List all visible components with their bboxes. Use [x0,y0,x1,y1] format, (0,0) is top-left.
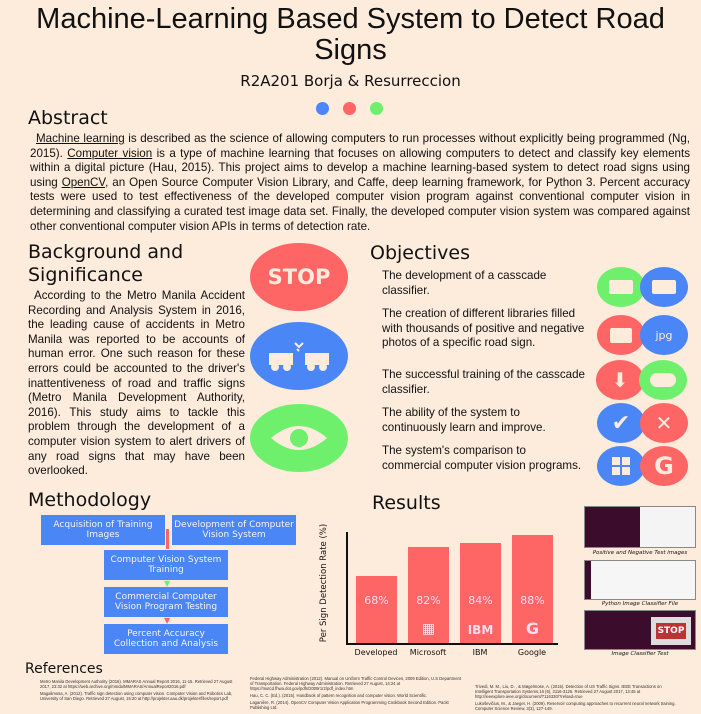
x-axis [346,643,558,645]
windows-logo-icon [597,446,645,486]
ibm-logo-icon: IBM [467,623,494,637]
eye-icon [250,404,348,472]
bar-microsoft: 82% ▦ [408,546,449,643]
reference-item: Hau, C. C. (Ed.). (2015). Handbook of pa… [250,693,428,698]
screenshot-positive-negative [584,506,696,548]
results-heading: Results [372,492,441,514]
caption: Python Image Classifier File [601,601,679,607]
car-crash-icon [250,322,348,390]
poster-title: Machine-Learning Based System to Detect … [36,3,665,66]
window-icon [640,267,688,307]
x-tick-label: Microsoft [409,648,447,657]
decor-dot-green [370,102,383,115]
abstract-text: Machine learning is described as the sci… [30,132,690,234]
x-tick-label: IBM [472,648,488,657]
objective-item: The successful training of the casscade … [382,368,585,396]
plot-area: 68% Developed 82% ▦ Microsoft 84% IBM IBM 88% G Go… [348,520,558,657]
arrow-down-icon: ▼ [164,616,171,625]
objective-item: The development of a casscade classifier… [382,269,547,297]
x-tick-label: Developed [354,648,398,657]
references-column: Metro Manila Development Authority (2016… [40,679,240,701]
arrow-down-icon: ▼ [164,579,171,588]
abstract-part: , an Open Source Computer Vision Library… [30,175,690,233]
y-axis-label: Per Sign Detection Rate (%) [319,523,330,643]
download-arrow-icon: ⬇ [596,360,644,400]
step-development: Development of Computer Vision System [172,515,296,545]
link-machine-learning[interactable]: Machine learning [36,132,125,145]
objective-item: The creation of different libraries fill… [382,307,585,350]
reference-item: Laganière, R. (2014). OpenCV Computer Vi… [250,700,449,710]
objectives-heading: Objectives [370,242,470,264]
y-axis-label-wrap: Per Sign Detection Rate (%) [318,524,330,642]
caption: Positive and Negative Test images [592,550,688,556]
objective-item: The system's comparison to commercial co… [382,444,582,472]
abstract-heading: Abstract [28,107,108,129]
objective-item: The ability of the system to continuousl… [382,406,546,434]
stop-label: STOP [267,265,331,289]
decor-dot-red [343,102,356,115]
window-icon [597,267,645,307]
bar-value-label: 82% [416,594,441,607]
stop-sign-icon: STOP [250,243,348,311]
authors: R2A201 Borja & Resurreccion [240,72,461,90]
screenshot-classifier-test: STOP [584,610,696,650]
screenshot-python-file [584,560,696,600]
bar-value-label: 68% [364,594,389,607]
stop-sign-photo: STOP [655,623,687,639]
checkmark-icon: ✔ [597,403,645,443]
step-testing: Commercial Computer Vision Program Testi… [104,587,228,617]
windows-logo-icon: ▦ [421,621,436,637]
step-analysis: Percent Accuracy Collection and Analysis [104,624,228,654]
link-opencv[interactable]: OpenCV [61,175,106,189]
reference-item: Trivedi, M. M., Liu, D. , & Møgelmose, A… [475,684,662,699]
abstract-part: is a type of machine learning that focus… [30,146,690,189]
abstract-part: is described as the science of allowing … [30,132,690,160]
bar-value-label: 84% [468,594,493,607]
step-training: Computer Vision System Training [104,550,228,580]
bar-google: 88% G [512,534,553,643]
background-text: According to the Metro Manila Accident R… [28,289,245,478]
results-chart: Per Sign Detection Rate (%) 68% Developed… [318,520,578,665]
reference-item: Magalimosa, A. (2012). Traffic sign dete… [40,691,233,701]
cloud-icon [639,360,687,400]
decor-dot-blue [316,102,329,115]
methodology-heading: Methodology [28,489,152,511]
bar-ibm: 84% IBM [460,542,501,643]
reference-item: Lukoševičius, M., & Jaeger, H. (2009). R… [475,701,676,711]
references-heading: References [25,661,103,677]
x-mark-icon: ✕ [640,403,688,443]
background-heading: Background and Significance [28,241,184,286]
bar-value-label: 88% [520,594,545,607]
google-logo-icon: G [640,446,688,486]
reference-item: Metro Manila Development Authority (2016… [40,679,233,689]
folder-icon [597,315,645,355]
y-axis [346,532,348,645]
x-tick-label: Google [517,648,547,657]
jpg-icon: jpg [640,315,688,355]
arrow-connector [166,529,169,549]
reference-item: Federal Highway Administration (2012). M… [250,676,462,691]
link-computer-vision[interactable]: Computer vision [67,146,153,160]
caption: Image Classifier Test [611,651,669,657]
bar-developed: 68% [356,575,397,643]
google-logo-icon: G [525,619,540,638]
step-acquisition: Acquisition of Training Images [41,515,165,545]
references-column: Trivedi, M. M., Liu, D. , & Møgelmose, A… [475,684,680,711]
references-column: Federal Highway Administration (2012). M… [250,676,462,710]
